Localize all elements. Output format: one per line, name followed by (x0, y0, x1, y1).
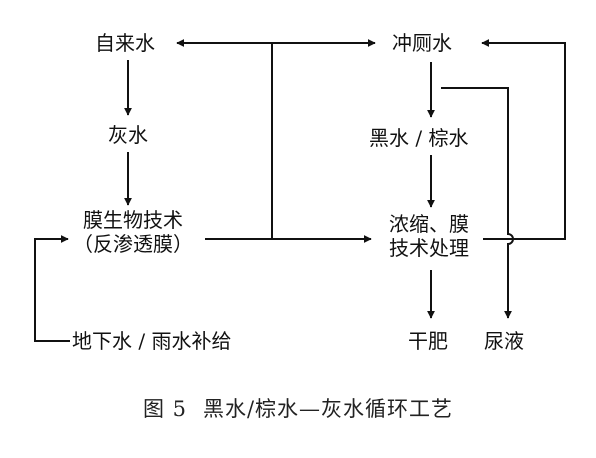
node-groundwater-rain: 地下水 / 雨水补给 (72, 329, 232, 353)
node-membrane-bio-line1: 膜生物技术 (83, 208, 183, 232)
node-toilet-flush: 冲厕水 (392, 31, 452, 55)
node-concentration-treatment: 浓缩、膜 技术处理 (374, 212, 484, 260)
node-membrane-bio: 膜生物技术 （反渗透膜） (58, 208, 208, 256)
node-black-brown-water: 黑水 / 棕水 (369, 126, 469, 150)
arrow-urine-branch (441, 87, 514, 319)
arrow-groundwater-supply (34, 235, 70, 342)
node-membrane-bio-line2: （反渗透膜） (73, 232, 193, 256)
arrow-feedback-to-toilet (481, 39, 566, 240)
figure-caption: 图 5 黑水/棕水—灰水循环工艺 (0, 396, 596, 422)
node-concentration-line1: 浓缩、膜 (389, 212, 469, 236)
node-dry-fertilizer: 干肥 (408, 329, 448, 353)
figure-title: 黑水/棕水—灰水循环工艺 (202, 397, 454, 421)
node-gray-water: 灰水 (108, 123, 148, 147)
node-urine: 尿液 (484, 329, 524, 353)
figure-number: 图 5 (142, 397, 187, 421)
node-concentration-line2: 技术处理 (389, 236, 469, 260)
node-tap-water: 自来水 (95, 31, 155, 55)
